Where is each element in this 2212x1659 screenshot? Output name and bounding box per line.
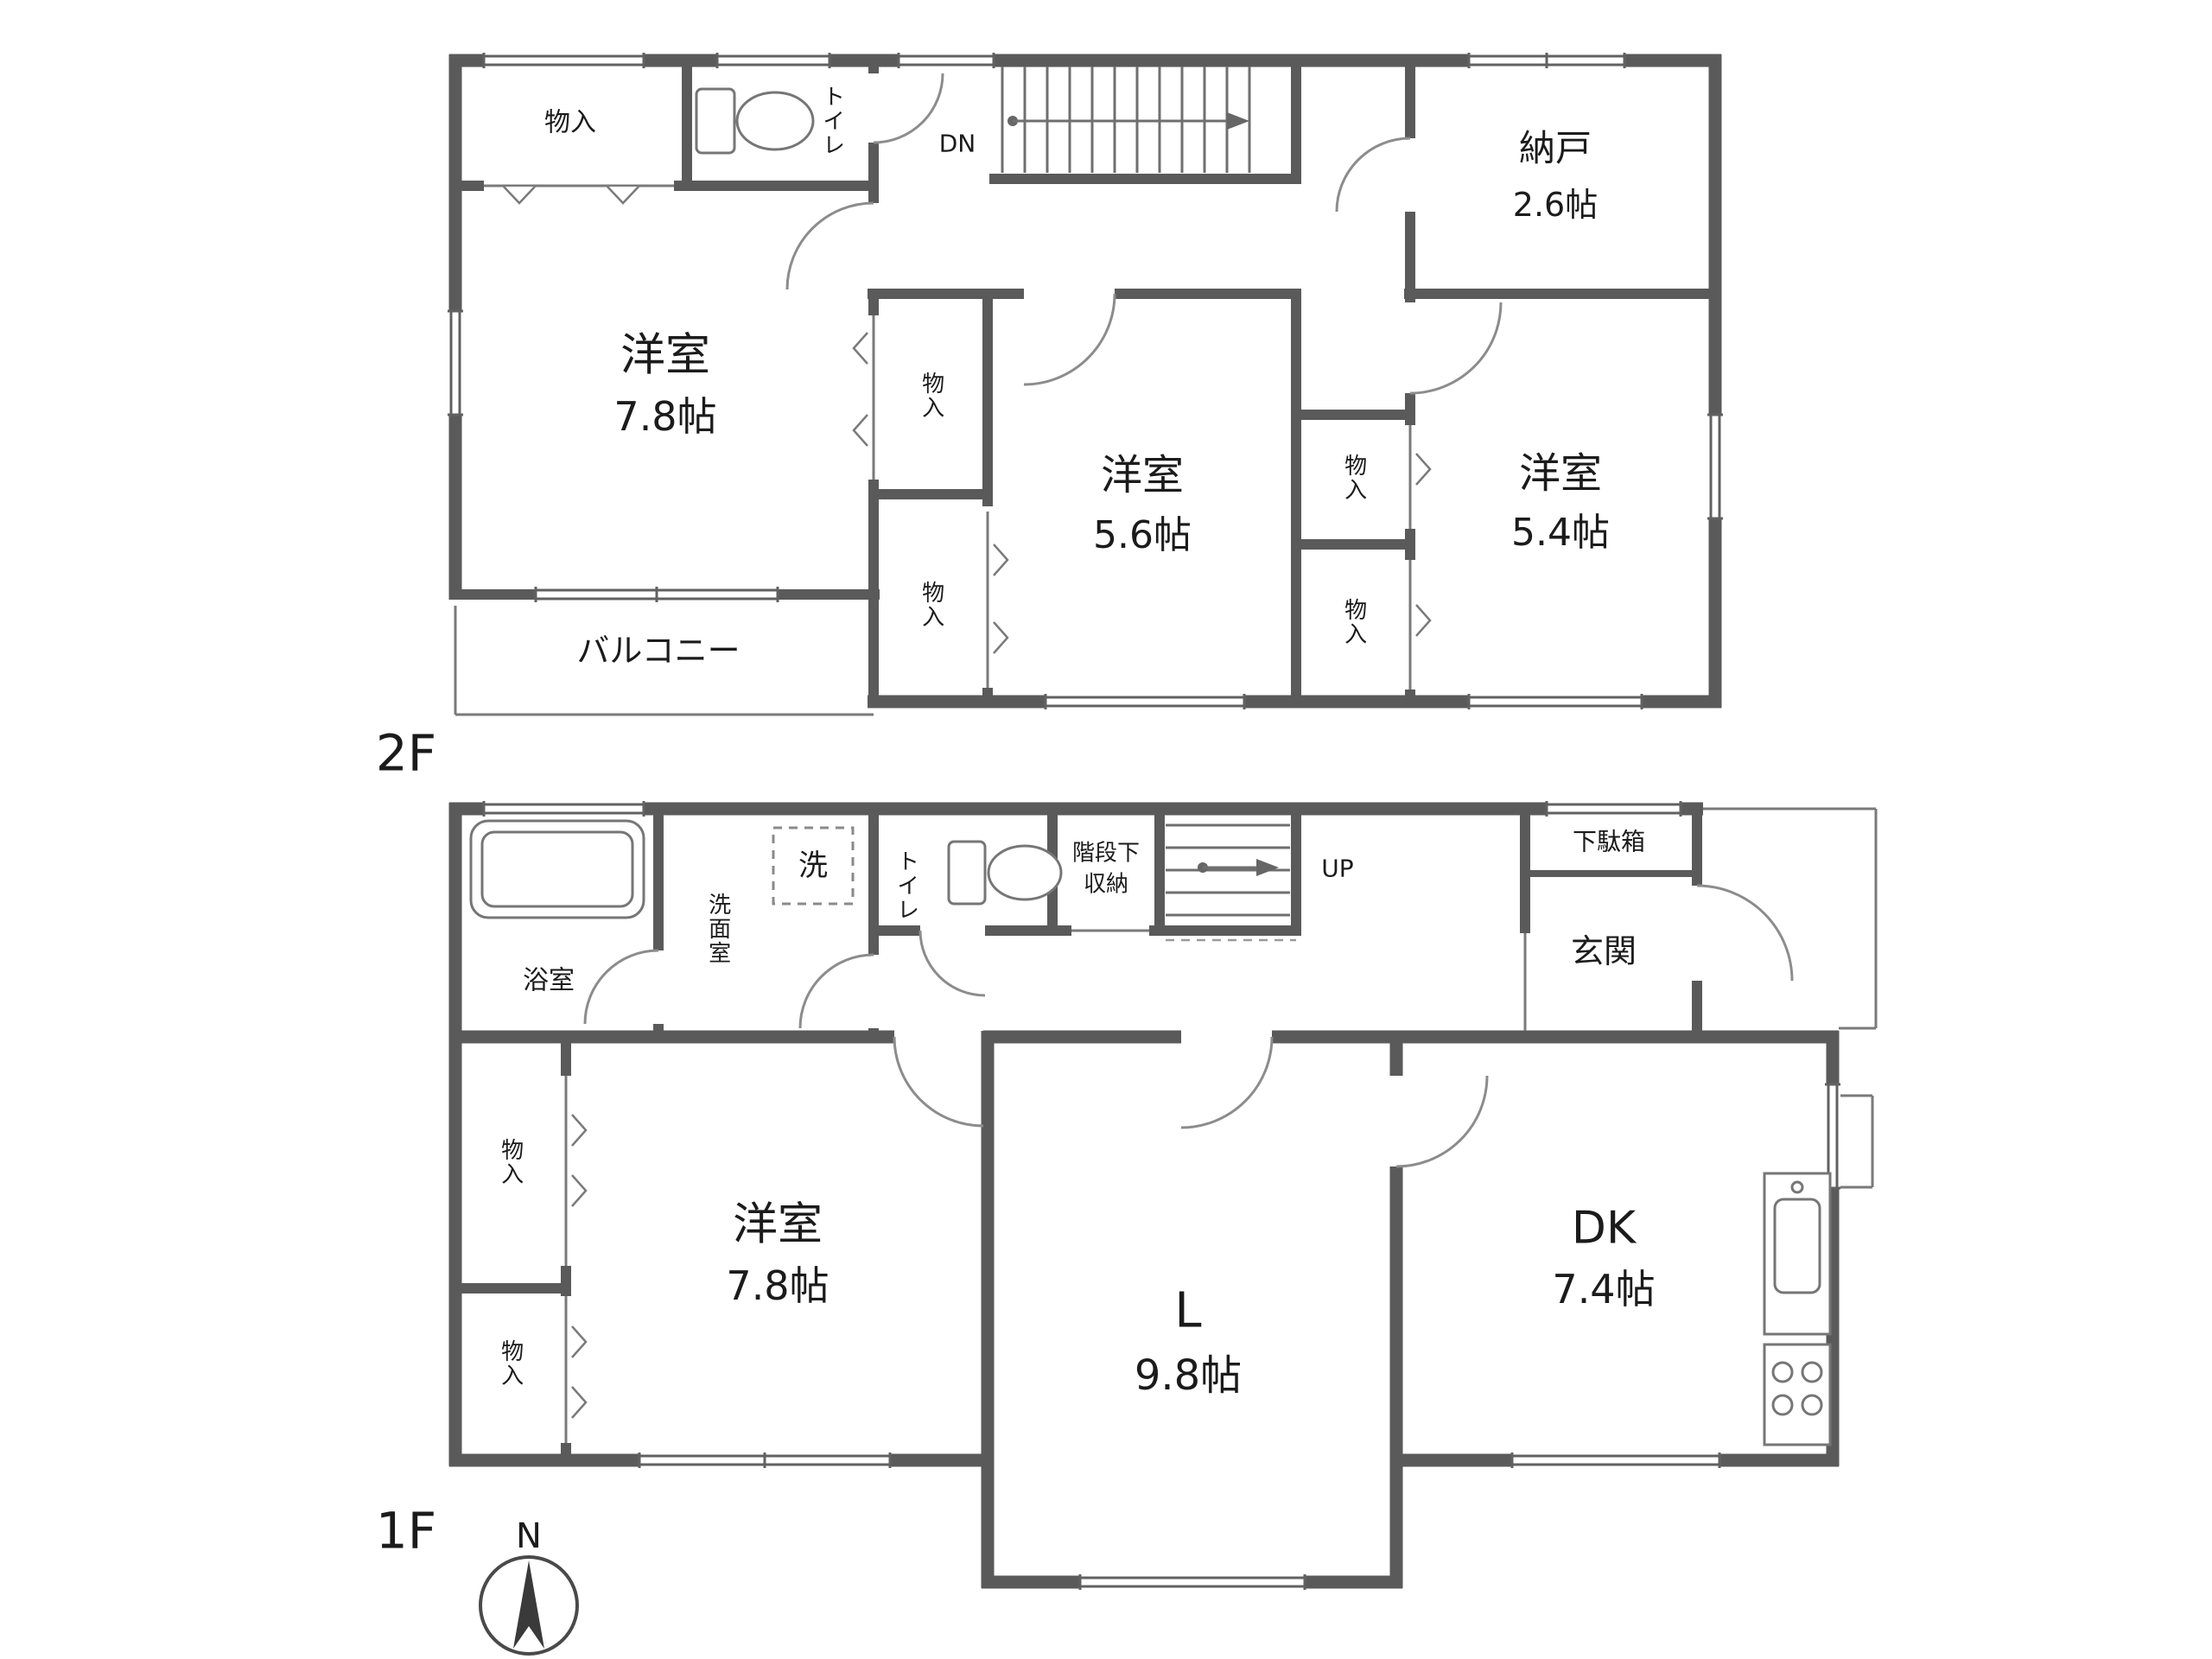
label-storage-mid-lower: 物入	[918, 581, 944, 629]
door-arc-toilet-1f	[918, 930, 986, 997]
door-arc-bathroom	[583, 949, 659, 1025]
label-under-stairs-1: 階段下	[1071, 840, 1141, 867]
washer-icon	[772, 826, 855, 906]
stove-icon	[1763, 1343, 1832, 1446]
label-washroom: 洗面室	[704, 893, 731, 965]
door-arc-west-room-c	[1409, 302, 1503, 395]
door-arc-west-room-b	[1023, 293, 1116, 386]
door-arc-west-room-a	[785, 201, 874, 290]
label-entrance: 玄関	[1570, 932, 1637, 971]
label-living-name: L	[1174, 1282, 1202, 1339]
label-west-room-1f-name: 洋室	[732, 1198, 823, 1251]
kitchen-sink-icon	[1763, 1172, 1832, 1336]
label-laundry: 洗	[798, 849, 828, 884]
bathtub-icon	[469, 819, 645, 919]
floor1-walls	[448, 802, 1878, 1589]
label-storage-1f-lower: 物入	[497, 1339, 524, 1388]
floor2-closet-marks	[503, 186, 1432, 654]
label-toilet-2f: トイレ	[818, 85, 845, 157]
toilet-2f-icon	[695, 87, 815, 155]
floor1-doors	[583, 884, 1794, 1168]
label-floor1: 1F	[375, 1501, 437, 1560]
label-dk-name: DK	[1571, 1202, 1637, 1255]
label-west-room-b-size: 5.6帖	[1093, 512, 1192, 557]
label-storage-right-upper: 物入	[1340, 454, 1367, 502]
floor2-doors	[785, 73, 1503, 395]
label-bathroom: 浴室	[523, 965, 575, 996]
label-nando-size: 2.6帖	[1512, 186, 1599, 225]
stairs-up-arrow	[1256, 859, 1279, 876]
label-under-stairs-2: 収納	[1083, 871, 1129, 898]
label-floor2: 2F	[375, 723, 437, 783]
label-storage-tl-2f: 物入	[544, 107, 596, 138]
label-stairs-dn: DN	[938, 129, 976, 158]
door-arc-entrance	[1696, 884, 1794, 982]
floor1-stairs	[1166, 823, 1290, 917]
compass	[479, 1555, 579, 1656]
label-nando-name: 納戸	[1518, 126, 1592, 169]
label-toilet-1f: トイレ	[893, 849, 919, 922]
label-west-room-c-name: 洋室	[1518, 448, 1603, 498]
label-stairs-up: UP	[1321, 854, 1354, 883]
label-west-room-1f-size: 7.8帖	[726, 1262, 830, 1309]
label-shoe-cabinet: 下駄箱	[1572, 827, 1646, 856]
door-arc-toilet-2f	[873, 73, 944, 144]
label-west-room-c-size: 5.4帖	[1511, 510, 1610, 555]
floor2-stairs	[1001, 67, 1251, 173]
toilet-1f-icon	[947, 840, 1063, 906]
label-living-size: 9.8帖	[1134, 1351, 1243, 1400]
floor1-windows	[482, 801, 1840, 1590]
label-storage-right-lower: 物入	[1340, 598, 1367, 646]
label-dk-size: 7.4帖	[1552, 1265, 1656, 1313]
label-compass-north: N	[516, 1516, 542, 1556]
label-west-room-a-size: 7.8帖	[613, 392, 717, 440]
stairs-down-arrow	[1227, 112, 1249, 130]
label-storage-1f-upper: 物入	[497, 1138, 524, 1186]
floor2-windows	[448, 53, 1723, 709]
label-storage-mid-upper: 物入	[918, 372, 944, 420]
balcony-outline	[454, 606, 874, 716]
label-west-room-b-name: 洋室	[1100, 450, 1185, 499]
door-arc-dk	[1395, 1075, 1489, 1168]
label-west-room-a-name: 洋室	[620, 329, 711, 382]
label-balcony: バルコニー	[576, 632, 741, 671]
door-arc-west-room-1f	[893, 1036, 984, 1128]
door-arc-washroom	[798, 953, 874, 1029]
compass-needle	[513, 1560, 544, 1649]
door-arc-living	[1180, 1036, 1274, 1129]
door-arc-nando	[1335, 137, 1411, 213]
floor1-closet-marks	[571, 1114, 588, 1419]
